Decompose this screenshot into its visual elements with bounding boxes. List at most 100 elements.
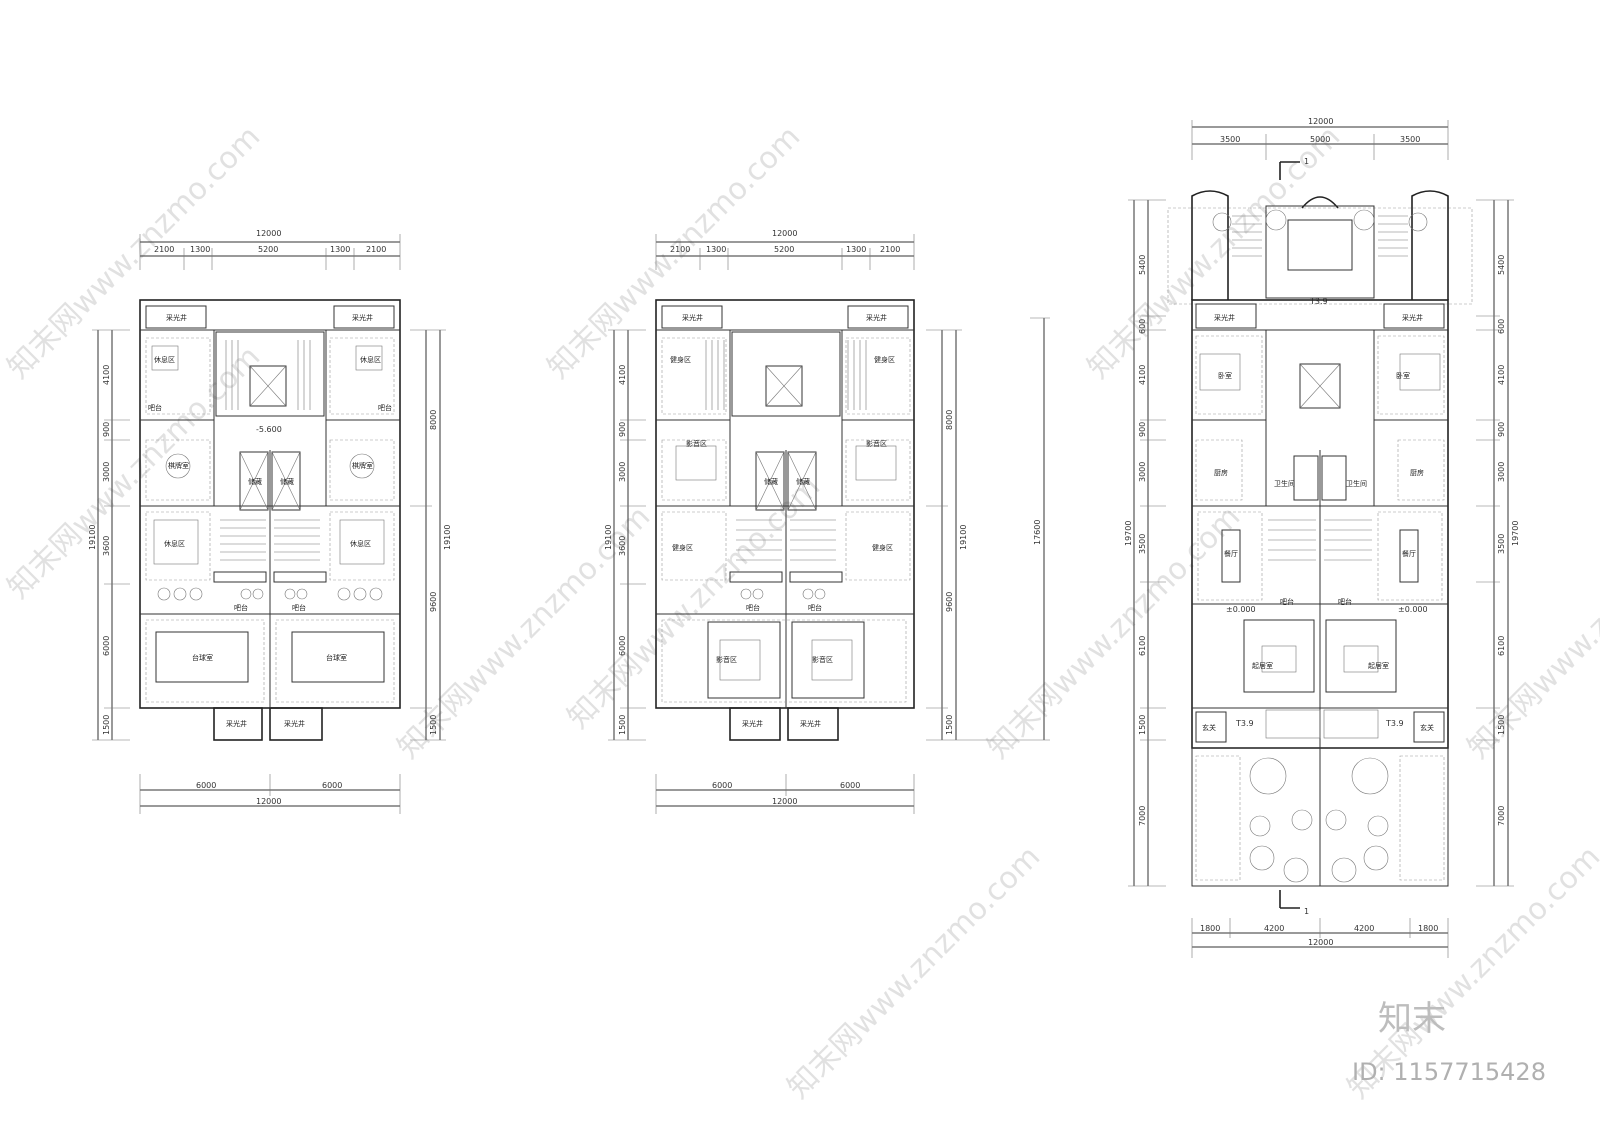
- room-storage-r: 储藏: [796, 477, 810, 486]
- dim-top-5: 2100: [880, 245, 900, 254]
- room-living-r: 起居室: [1368, 661, 1389, 670]
- dim-bottom-1: 6000: [712, 781, 732, 790]
- room-entry-l: 玄关: [1202, 723, 1216, 732]
- dim-bottom-total: 12000: [256, 797, 281, 806]
- watermark-10: 知末网www.znzmo.com: [1461, 499, 1600, 765]
- dim-right-3: 1500: [429, 715, 438, 735]
- dim-top-3: 5200: [258, 245, 278, 254]
- room-bar-r: 吧台: [378, 403, 392, 412]
- level-mid-l: ±0.000: [1226, 605, 1256, 614]
- dim-right-6: 3500: [1497, 534, 1506, 554]
- dim-top-1: 2100: [670, 245, 690, 254]
- dim-left-1: 5400: [1138, 255, 1147, 275]
- dim-left-3: 4100: [1138, 365, 1147, 385]
- dim-top-1: 2100: [154, 245, 174, 254]
- room-skylight-bl: 采光井: [226, 719, 247, 728]
- room-entry-r: 玄关: [1420, 723, 1434, 732]
- dim-left-6: 3500: [1138, 534, 1147, 554]
- dim-top-4: 1300: [330, 245, 350, 254]
- room-skylight-tr: 采光井: [352, 313, 373, 322]
- dim-right-1: 5400: [1497, 255, 1506, 275]
- dim-top-3: 3500: [1400, 135, 1420, 144]
- dim-left-4: 900: [1138, 422, 1147, 437]
- room-bed-l: 卧室: [1218, 371, 1232, 380]
- watermark-2: 知末网www.znzmo.com: [1, 339, 267, 605]
- room-skylight-br: 采光井: [284, 719, 305, 728]
- dim-top-total: 12000: [772, 229, 797, 238]
- dim-top-1: 3500: [1220, 135, 1240, 144]
- level-top: T3.9: [1309, 297, 1328, 306]
- room-storage-l: 储藏: [764, 477, 778, 486]
- room-skylight-br: 采光井: [800, 719, 821, 728]
- room-storage-r: 储藏: [280, 477, 294, 486]
- dim-left-6: 1500: [102, 715, 111, 735]
- room-bar-l: 吧台: [1280, 597, 1294, 606]
- room-av-bl: 影音区: [716, 655, 737, 664]
- dim-bottom-total: 12000: [772, 797, 797, 806]
- room-bed-r: 卧室: [1396, 371, 1410, 380]
- watermark-7: 知末网www.znzmo.com: [781, 839, 1047, 1105]
- room-gym-tl: 健身区: [670, 355, 691, 364]
- dim-left-3: 3000: [102, 462, 111, 482]
- room-bar-ml: 吧台: [234, 603, 248, 612]
- room-rest-ml: 休息区: [164, 539, 185, 548]
- room-gym-tr: 健身区: [874, 355, 895, 364]
- dim-bottom-3: 4200: [1354, 924, 1374, 933]
- dim-left-total: 19100: [88, 525, 97, 550]
- dim-top-total: 12000: [256, 229, 281, 238]
- room-living-l: 起居室: [1252, 661, 1273, 670]
- dim-left-9: 7000: [1138, 806, 1147, 826]
- floor-plan-3: 12000 3500 5000 3500 1 1 5400 600 4100 9…: [1124, 117, 1520, 958]
- dim-bottom-2: 4200: [1264, 924, 1284, 933]
- dim-right-total: 19100: [959, 525, 968, 550]
- dim-left-7: 6100: [1138, 636, 1147, 656]
- dim-right-3: 4100: [1497, 365, 1506, 385]
- dim-bottom-1: 6000: [196, 781, 216, 790]
- dim-top-2: 5000: [1310, 135, 1330, 144]
- level-step-l: T3.9: [1235, 719, 1254, 728]
- dim-left-2: 900: [618, 422, 627, 437]
- brand-logo: 知末: [1378, 999, 1446, 1039]
- room-bar-l: 吧台: [148, 403, 162, 412]
- room-av-l: 影音区: [686, 439, 707, 448]
- room-skylight-tl: 采光井: [1214, 313, 1235, 322]
- room-bar-mr: 吧台: [292, 603, 306, 612]
- room-bar-r: 吧台: [1338, 597, 1352, 606]
- dim-top-5: 2100: [366, 245, 386, 254]
- dim-top-2: 1300: [190, 245, 210, 254]
- dim-left-5: 6000: [102, 636, 111, 656]
- floor-plan-1: 12000 2100 1300 5200 1300 2100 4100 900 …: [88, 229, 452, 814]
- room-skylight-bl: 采光井: [742, 719, 763, 728]
- dim-outer-total: 17600: [1033, 520, 1042, 545]
- dim-left-1: 4100: [618, 365, 627, 385]
- room-skylight-tl: 采光井: [166, 313, 187, 322]
- room-mahjong-l: 棋牌室: [168, 461, 189, 470]
- level-mark: -5.600: [256, 425, 282, 434]
- dim-right-2: 9600: [945, 592, 954, 612]
- image-id-label: ID: 1157715428: [1352, 1058, 1546, 1086]
- dim-left-4: 3600: [618, 536, 627, 556]
- room-gym-ml: 健身区: [672, 543, 693, 552]
- dim-left-4: 3600: [102, 536, 111, 556]
- room-wc-r: 卫生间: [1346, 479, 1367, 488]
- dim-right-8: 1500: [1497, 715, 1506, 735]
- watermark-layer: 知末网www.znzmo.com 知末网www.znzmo.com 知末网www…: [1, 119, 1600, 1105]
- room-skylight-tr: 采光井: [866, 313, 887, 322]
- dim-right-3: 1500: [945, 715, 954, 735]
- level-step-r: T3.9: [1385, 719, 1404, 728]
- dim-right-2: 600: [1497, 319, 1506, 334]
- room-rest-tr: 休息区: [360, 355, 381, 364]
- dim-left-3: 3000: [618, 462, 627, 482]
- dim-left-2: 600: [1138, 319, 1147, 334]
- watermark-6: 知末网www.znzmo.com: [561, 469, 827, 735]
- room-mahjong-r: 棋牌室: [352, 461, 373, 470]
- dim-left-total: 19700: [1124, 521, 1133, 546]
- dim-bottom-2: 6000: [322, 781, 342, 790]
- dim-top-total: 12000: [1308, 117, 1333, 126]
- level-mid-r: ±0.000: [1398, 605, 1428, 614]
- room-av-r: 影音区: [866, 439, 887, 448]
- dim-top-3: 5200: [774, 245, 794, 254]
- dim-right-total: 19700: [1511, 521, 1520, 546]
- dim-right-total: 19100: [443, 525, 452, 550]
- floor-plan-2: 12000 2100 1300 5200 1300 2100 4100 900 …: [604, 229, 1050, 814]
